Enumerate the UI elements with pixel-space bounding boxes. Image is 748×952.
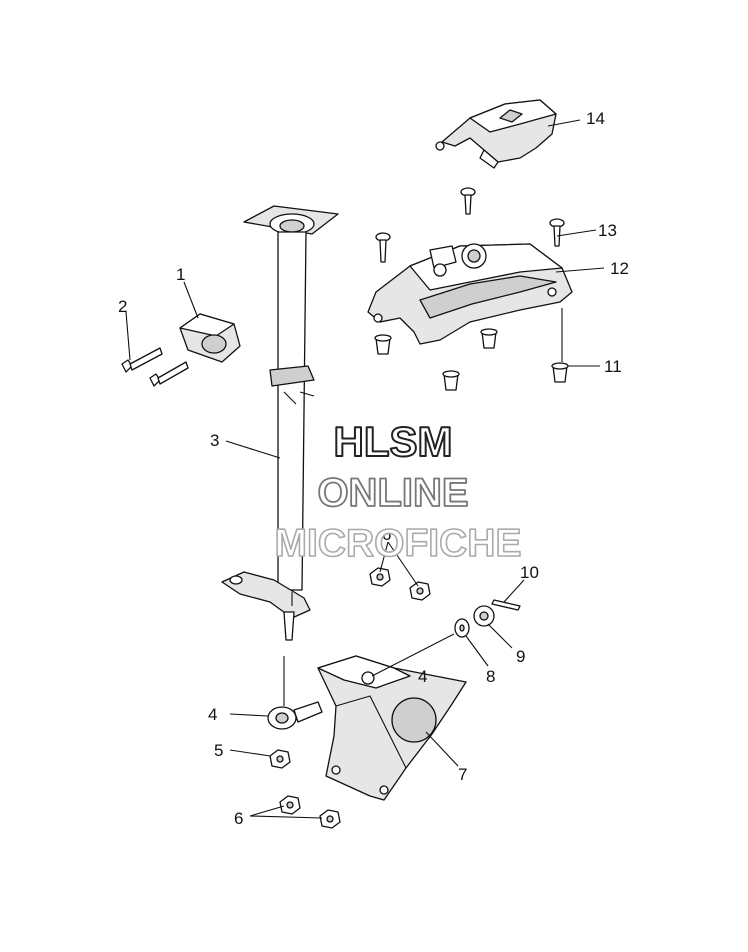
callout-2: 2 <box>118 297 127 316</box>
watermark-line-1: HLSM <box>334 418 453 465</box>
callout-12: 12 <box>610 259 629 278</box>
callout-9: 9 <box>516 647 525 666</box>
leader-lines <box>125 119 605 819</box>
part-4-rod-end <box>267 701 323 730</box>
callout-6-lower: 6 <box>234 809 243 828</box>
watermark: HLSM ONLINE MICROFICHE <box>274 417 523 566</box>
part-11-nut-insert <box>374 328 569 391</box>
part-13-screw <box>375 187 565 263</box>
callout-14: 14 <box>586 109 605 128</box>
callout-labels: 1 2 3 4 4 5 6 6 7 8 9 10 11 12 13 14 <box>118 109 629 828</box>
part-12-console-bracket <box>367 243 573 345</box>
callout-6-upper: 6 <box>382 525 391 544</box>
part-5-nut <box>269 749 291 769</box>
callout-4-rod-end: 4 <box>208 705 217 724</box>
callout-10: 10 <box>520 563 539 582</box>
part-3-steering-column <box>221 205 339 641</box>
part-14-shift-cover <box>435 99 557 169</box>
callout-8: 8 <box>486 667 495 686</box>
part-9-nut <box>473 605 495 627</box>
callout-7: 7 <box>458 765 467 784</box>
part-6-nut <box>279 567 431 829</box>
part-7-mounting-bracket <box>317 655 467 801</box>
part-1-clamp-block <box>179 313 241 363</box>
part-10-pin <box>491 599 521 611</box>
part-8-washer <box>454 618 470 638</box>
callout-13: 13 <box>598 221 617 240</box>
part-2-bolt <box>121 347 189 387</box>
watermark-line-2: ONLINE <box>317 471 468 515</box>
callout-11: 11 <box>604 357 622 376</box>
callout-4-bracket: 4 <box>418 667 427 686</box>
watermark-line-3: MICROFICHE <box>275 522 522 565</box>
callout-3: 3 <box>210 431 219 450</box>
callout-1: 1 <box>176 265 185 284</box>
callout-5: 5 <box>214 741 223 760</box>
